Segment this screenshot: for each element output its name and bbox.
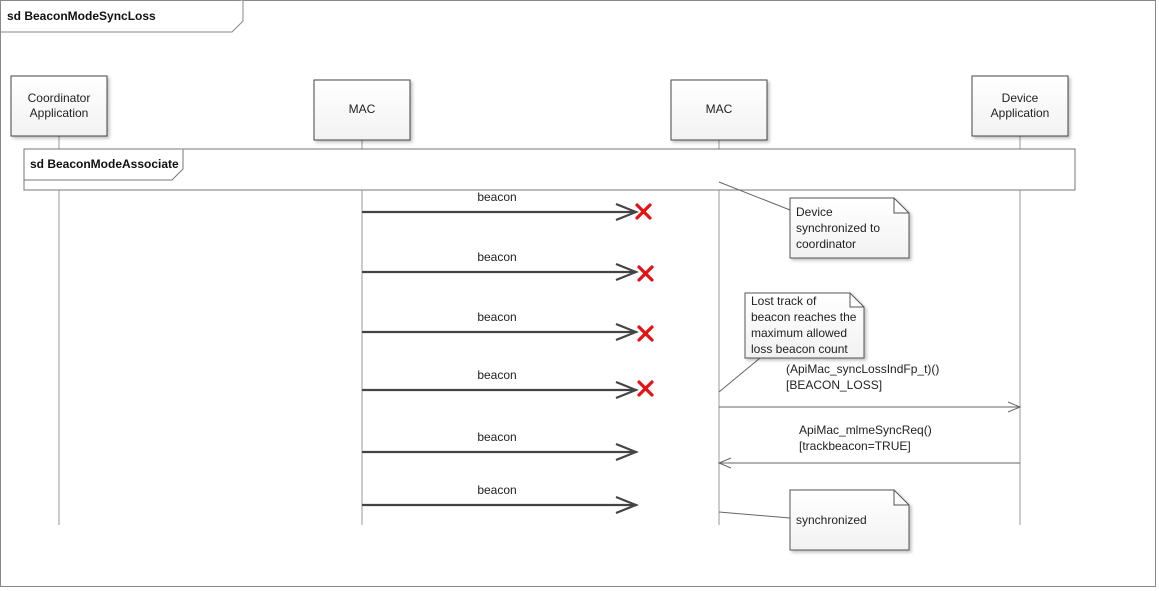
message-beacon-2: beacon [362,250,654,282]
note-text: maximum allowed [751,326,847,340]
frame-title: sd BeaconModeSyncLoss [7,9,156,23]
message-label: [trackbeacon=TRUE] [799,439,911,453]
lost-message-marker [637,325,654,342]
fragment-title: sd BeaconModeAssociate [30,157,179,171]
lifeline-header-coordinator-mac: MAC [313,79,411,141]
note-text: beacon reaches the [751,310,857,324]
lifeline-header-device-mac: MAC [670,79,768,141]
message-label: beacon [477,368,516,382]
lost-message-marker [637,380,654,397]
note-device-synchronized: Device synchronized to coordinator [718,181,910,259]
lifeline-label: Device [1002,91,1039,105]
message-mlme-sync-req: ApiMac_mlmeSyncReq() [trackbeacon=TRUE] [717,423,1020,469]
note-lost-track: Lost track of beacon reaches the maximum… [718,292,865,393]
lifeline-header-coordinator-application: Coordinator Application [10,75,108,137]
message-label: beacon [477,250,516,264]
lifeline-label: MAC [706,102,733,116]
note-text: synchronized to [796,221,880,235]
lifeline-label: Application [991,106,1050,120]
message-label: ApiMac_mlmeSyncReq() [799,423,932,437]
message-beacon-5: beacon [362,430,639,462]
message-label: beacon [477,310,516,324]
lost-message-marker [637,265,654,282]
message-beacon-6: beacon [362,483,639,515]
fragment-beacon-mode-associate: sd BeaconModeAssociate [23,148,1076,191]
message-label: (ApiMac_syncLossIndFp_t)() [786,362,939,376]
message-sync-loss-ind: (ApiMac_syncLossIndFp_t)() [BEACON_LOSS] [719,362,1022,413]
lifeline-label: Application [30,106,89,120]
note-text: synchronized [796,513,867,527]
note-text: coordinator [796,237,856,251]
lifeline-label: MAC [349,102,376,116]
message-label: beacon [477,190,516,204]
message-label: [BEACON_LOSS] [786,378,882,392]
message-label: beacon [477,430,516,444]
lifeline-label: Coordinator [28,91,91,105]
note-text: Lost track of [751,294,817,308]
note-synchronized: synchronized [718,489,910,551]
lost-message-marker [635,203,652,220]
note-text: Device [796,205,833,219]
message-beacon-1: beacon [362,190,652,222]
message-label: beacon [477,483,516,497]
note-text: loss beacon count [751,342,848,356]
message-beacon-4: beacon [362,368,654,400]
lifeline-header-device-application: Device Application [971,75,1069,137]
message-beacon-3: beacon [362,310,654,342]
